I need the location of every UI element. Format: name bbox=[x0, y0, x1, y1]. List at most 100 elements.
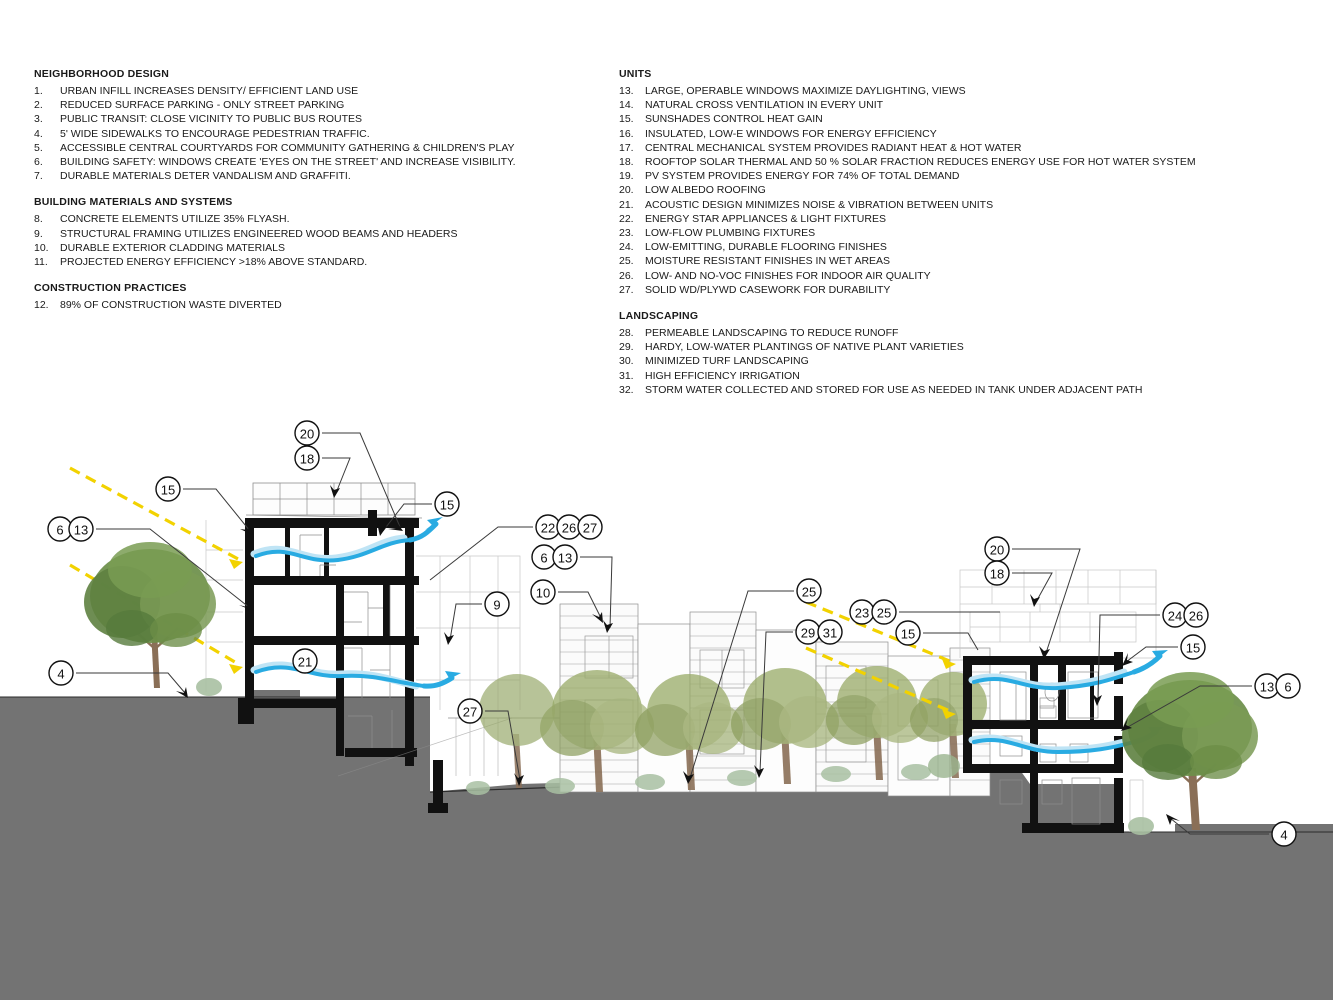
callout-bubble-31: 31 bbox=[817, 619, 843, 645]
legend-item-text: REDUCED SURFACE PARKING - ONLY STREET PA… bbox=[60, 99, 345, 112]
legend-item-number: 7. bbox=[34, 170, 43, 183]
callout-circle bbox=[68, 516, 94, 542]
legend-item-number: 18. bbox=[619, 156, 634, 169]
callout-circle bbox=[796, 578, 822, 604]
legend-item: 11.PROJECTED ENERGY EFFICIENCY >18% ABOV… bbox=[34, 255, 604, 269]
callout-label: 9 bbox=[493, 598, 500, 613]
callout-label: 26 bbox=[562, 521, 576, 536]
shrub-left bbox=[196, 678, 222, 696]
callout-label: 18 bbox=[990, 567, 1004, 582]
callout-label: 26 bbox=[1189, 609, 1203, 624]
legend-item-text: LOW- AND NO-VOC FINISHES FOR INDOOR AIR … bbox=[645, 269, 931, 282]
legend-item: 15.SUNSHADES CONTROL HEAT GAIN bbox=[619, 112, 1319, 126]
callout-label: 27 bbox=[463, 705, 477, 720]
callout-bubble-15: 15 bbox=[434, 491, 460, 517]
callout-circle bbox=[292, 648, 318, 674]
callout-label: 22 bbox=[541, 521, 555, 536]
legend-item-text: STRUCTURAL FRAMING UTILIZES ENGINEERED W… bbox=[60, 227, 458, 240]
callout-bubble-21: 21 bbox=[292, 648, 318, 674]
legend-item-text: CONCRETE ELEMENTS UTILIZE 35% FLYASH. bbox=[60, 213, 290, 226]
callout-circle bbox=[871, 599, 897, 625]
callout-bubble-10: 10 bbox=[530, 579, 556, 605]
callout-label: 6 bbox=[1284, 680, 1291, 695]
legend-item: 27.SOLID WD/PLYWD CASEWORK FOR DURABILIT… bbox=[619, 283, 1319, 297]
legend-item: 31.HIGH EFFICIENCY IRRIGATION bbox=[619, 369, 1319, 383]
legend-item: 29.HARDY, LOW-WATER PLANTINGS OF NATIVE … bbox=[619, 340, 1319, 354]
legend-item-text: 89% OF CONSTRUCTION WASTE DIVERTED bbox=[60, 299, 282, 312]
callout-circle bbox=[294, 445, 320, 471]
callout-label: 15 bbox=[161, 483, 175, 498]
legend-item: 30.MINIMIZED TURF LANDSCAPING bbox=[619, 354, 1319, 368]
legend-item-number: 31. bbox=[619, 369, 634, 382]
legend-item-text: DURABLE EXTERIOR CLADDING MATERIALS bbox=[60, 241, 286, 254]
right-building-section bbox=[928, 569, 1258, 835]
legend-item-number: 32. bbox=[619, 383, 634, 396]
legend-item-text: MINIMIZED TURF LANDSCAPING bbox=[645, 355, 809, 368]
callout-circle bbox=[294, 420, 320, 446]
legend-item-number: 12. bbox=[34, 299, 49, 312]
callout-label: 21 bbox=[298, 655, 312, 670]
callout-circle bbox=[155, 476, 181, 502]
legend-item: 13.LARGE, OPERABLE WINDOWS MAXIMIZE DAYL… bbox=[619, 84, 1319, 98]
callout-label: 31 bbox=[823, 626, 837, 641]
callout-circle bbox=[552, 544, 578, 570]
legend-item-text: CENTRAL MECHANICAL SYSTEM PROVIDES RADIA… bbox=[645, 141, 1022, 154]
legend-item: 17.CENTRAL MECHANICAL SYSTEM PROVIDES RA… bbox=[619, 141, 1319, 155]
left-building-interior-fitout bbox=[254, 534, 393, 748]
legend-item: 7.DURABLE MATERIALS DETER VANDALISM AND … bbox=[34, 169, 604, 183]
legend-item-text: LOW-EMITTING, DURABLE FLOORING FINISHES bbox=[645, 241, 887, 254]
callout-label: 25 bbox=[802, 585, 816, 600]
callout-bubble-27: 27 bbox=[577, 514, 603, 540]
callout-circle bbox=[530, 579, 556, 605]
callout-circle bbox=[817, 619, 843, 645]
callout-bubble-13: 13 bbox=[552, 544, 578, 570]
street-tree-left bbox=[84, 542, 216, 688]
legend-item-number: 14. bbox=[619, 99, 634, 112]
legend-section-title: BUILDING MATERIALS AND SYSTEMS bbox=[34, 196, 233, 209]
callout-label: 29 bbox=[801, 626, 815, 641]
callout-circle bbox=[48, 660, 74, 686]
legend-item-number: 3. bbox=[34, 113, 43, 126]
callout-bubble-26: 26 bbox=[1183, 602, 1209, 628]
legend-item-text: URBAN INFILL INCREASES DENSITY/ EFFICIEN… bbox=[60, 85, 359, 97]
legend-item-number: 4. bbox=[34, 127, 43, 140]
legend-item-text: STORM WATER COLLECTED AND STORED FOR USE… bbox=[645, 383, 1143, 396]
legend-item-number: 10. bbox=[34, 241, 49, 254]
cross-ventilation-arrow-upper bbox=[250, 517, 443, 563]
legend-item: 9.STRUCTURAL FRAMING UTILIZES ENGINEERED… bbox=[34, 227, 604, 241]
legend-item-number: 15. bbox=[619, 113, 634, 126]
legend-item-number: 19. bbox=[619, 170, 634, 183]
sun-ray-upper bbox=[69, 466, 243, 569]
callout-bubble-25: 25 bbox=[871, 599, 897, 625]
legend-item-text: ACOUSTIC DESIGN MINIMIZES NOISE & VIBRAT… bbox=[645, 198, 994, 211]
callout-bubble-9: 9 bbox=[484, 591, 510, 617]
legend-item: 20.LOW ALBEDO ROOFING bbox=[619, 183, 1319, 197]
legend-item-text: 5' WIDE SIDEWALKS TO ENCOURAGE PEDESTRIA… bbox=[60, 127, 370, 140]
legend-item-text: BUILDING SAFETY: WINDOWS CREATE 'EYES ON… bbox=[60, 156, 516, 169]
shrub-cluster-right-left bbox=[928, 754, 960, 778]
callout-circle bbox=[1275, 673, 1301, 699]
callout-circle bbox=[1180, 634, 1206, 660]
legend-item: 12. 89% OF CONSTRUCTION WASTE DIVERTED bbox=[34, 298, 604, 312]
callout-label: 4 bbox=[57, 667, 64, 682]
callout-bubble-26: 26 bbox=[556, 514, 582, 540]
callout-label: 13 bbox=[558, 551, 572, 566]
callout-bubble-18: 18 bbox=[294, 445, 320, 471]
legend-section-title: NEIGHBORHOOD DESIGN bbox=[34, 68, 170, 80]
callout-label: 18 bbox=[300, 452, 314, 467]
callout-bubble-4: 4 bbox=[48, 660, 74, 686]
legend-item: 10. DURABLE EXTERIOR CLADDING MATERIALS bbox=[34, 241, 604, 255]
left-building-section bbox=[69, 466, 521, 813]
legend-item-number: 21. bbox=[619, 198, 634, 211]
callout-circle bbox=[984, 560, 1010, 586]
legend-item-number: 16. bbox=[619, 127, 634, 140]
callout-label: 6 bbox=[56, 523, 63, 538]
legend-item-text: ENERGY STAR APPLIANCES & LIGHT FIXTURES bbox=[645, 212, 886, 225]
legend-item: 19.PV SYSTEM PROVIDES ENERGY FOR 74% OF … bbox=[619, 169, 1319, 183]
